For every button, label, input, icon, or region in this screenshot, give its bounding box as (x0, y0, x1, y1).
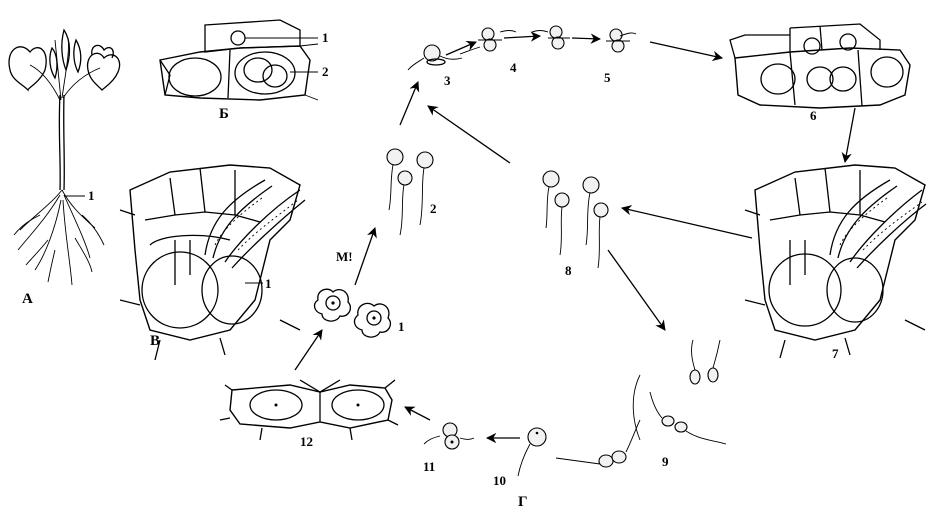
division-stage-11 (423, 422, 475, 450)
spores-group-2 (386, 148, 434, 236)
label-4: 4 (510, 60, 517, 75)
label-7: 7 (832, 346, 839, 361)
cells-drawing-12 (219, 379, 399, 441)
label-1: 1 (398, 319, 405, 334)
cells-drawing-b (159, 19, 319, 101)
label-3: 3 (444, 73, 451, 88)
label-9: 9 (662, 454, 669, 469)
label-a-1: 1 (88, 188, 95, 203)
label-g: Г (518, 494, 528, 510)
label-b-1: 1 (322, 30, 329, 45)
division-stage-4 (459, 27, 517, 55)
structure-drawing-v (119, 164, 306, 361)
plant-drawing-a (8, 28, 121, 286)
spores-group-8 (542, 170, 609, 269)
structure-drawing-7 (744, 164, 927, 359)
label-b: Б (219, 106, 229, 122)
label-10: 10 (493, 473, 506, 488)
label-11: 11 (423, 459, 435, 474)
label-b-2: 2 (322, 64, 329, 79)
label-v: В (150, 333, 160, 349)
label-8: 8 (565, 263, 572, 278)
division-stage-3 (407, 44, 463, 71)
division-stage-5 (531, 25, 637, 53)
label-a: А (22, 291, 33, 307)
label-2: 2 (430, 201, 437, 216)
label-meiosis: M! (336, 249, 353, 264)
label-5: 5 (604, 70, 611, 85)
spores-group-1 (313, 288, 392, 338)
germinating-spore-10 (517, 427, 547, 477)
label-6: 6 (810, 108, 817, 123)
flagellate-cells-9 (555, 339, 727, 468)
label-v-1: 1 (265, 276, 272, 291)
label-12: 12 (300, 434, 313, 449)
cells-drawing-6 (729, 23, 911, 109)
